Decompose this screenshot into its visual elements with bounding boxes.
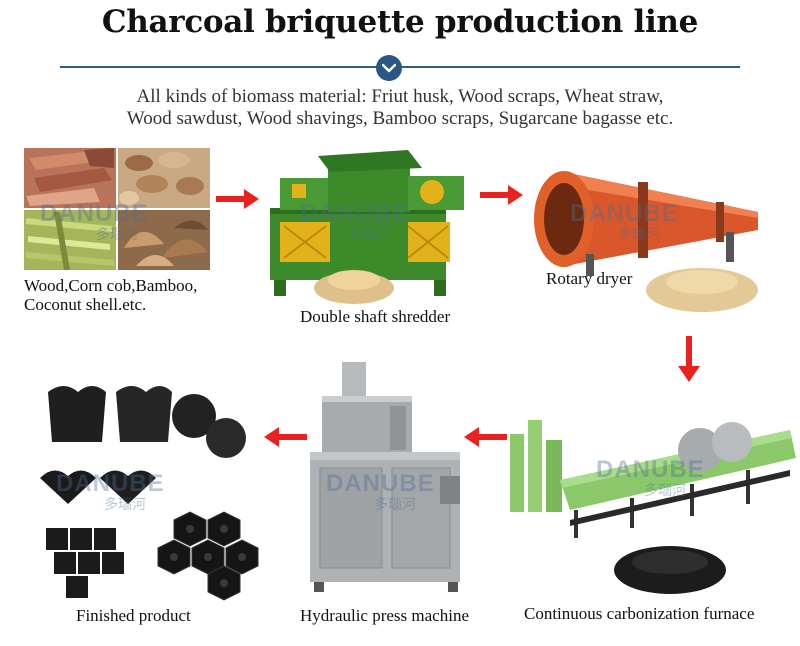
materials-description: All kinds of biomass material: Friut hus… xyxy=(60,86,740,130)
watermark-logo: DANUBE 多瑙河 xyxy=(596,456,705,500)
watermark-brand: DANUBE xyxy=(56,470,165,497)
watermark-sub: 多瑙河 xyxy=(374,496,416,512)
watermark-brand: DANUBE xyxy=(40,200,149,227)
arrow-left-icon xyxy=(464,427,507,447)
watermark-brand: DANUBE xyxy=(570,200,679,227)
raw-materials-line-1: Wood,Corn cob,Bamboo, xyxy=(24,276,198,295)
raw-materials-label: Wood,Corn cob,Bamboo, Coconut shell.etc. xyxy=(24,276,197,314)
raw-materials-line-2: Coconut shell.etc. xyxy=(24,295,147,314)
arrow-left-icon xyxy=(264,427,307,447)
watermark-sub: 多瑙河 xyxy=(96,226,138,242)
watermark-brand: DANUBE xyxy=(326,470,435,497)
watermark-logo: DANUBE 多瑙河 xyxy=(326,470,435,514)
finished-product-image xyxy=(24,378,260,604)
finished-product-label: Finished product xyxy=(76,606,191,625)
watermark-logo: DANUBE 多瑙河 xyxy=(570,200,679,244)
rotary-dryer-image xyxy=(526,158,770,318)
hydraulic-press-image xyxy=(300,356,468,600)
watermark-sub: 多瑙河 xyxy=(644,482,686,498)
shredder-label: Double shaft shredder xyxy=(300,307,451,326)
materials-line-2: Wood sawdust, Wood shavings, Bamboo scra… xyxy=(126,108,674,129)
watermark-sub: 多瑙河 xyxy=(618,226,660,242)
materials-line-1: All kinds of biomass material: Friut hus… xyxy=(136,86,664,107)
raw-materials-image xyxy=(24,148,210,270)
watermark-brand: DANUBE xyxy=(300,200,409,227)
arrow-right-icon xyxy=(480,185,523,205)
arrow-down-icon xyxy=(678,336,700,382)
watermark-logo: DANUBE 多瑙河 xyxy=(56,470,165,514)
watermark-sub: 多瑙河 xyxy=(348,226,390,242)
page-title: Charcoal briquette production line xyxy=(101,4,699,40)
watermark-sub: 多瑙河 xyxy=(104,496,146,512)
press-label: Hydraulic press machine xyxy=(300,606,469,625)
furnace-label: Continuous carbonization furnace xyxy=(524,604,755,623)
rotary-dryer-label: Rotary dryer xyxy=(546,269,633,288)
watermark-logo: DANUBE 多瑙河 xyxy=(40,200,149,244)
arrow-right-icon xyxy=(216,189,259,209)
chevron-down-icon[interactable] xyxy=(376,55,402,81)
watermark-logo: DANUBE 多瑙河 xyxy=(300,200,409,244)
carbonization-furnace-image xyxy=(500,410,800,600)
double-shaft-shredder-image xyxy=(258,146,494,306)
watermark-brand: DANUBE xyxy=(596,456,705,483)
